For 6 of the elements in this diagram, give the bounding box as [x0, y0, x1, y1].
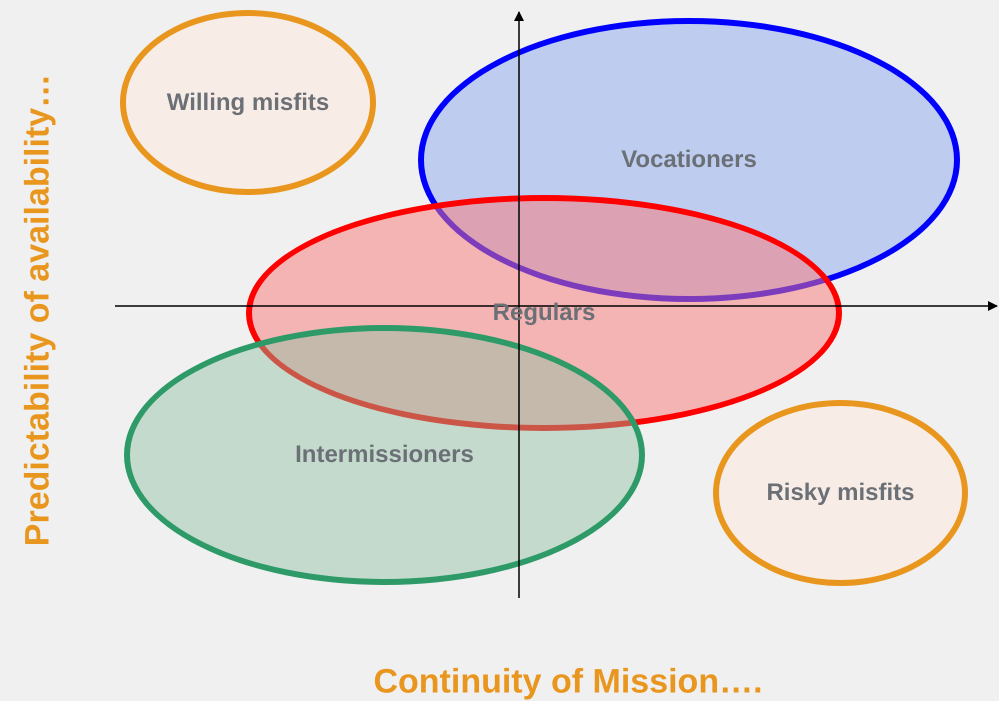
axis-title: Continuity of Mission….	[373, 662, 763, 701]
ellipse-label: Willing misfits	[166, 88, 330, 116]
ellipse-label: Risky misfits	[766, 479, 915, 507]
ellipse-label: Intermissioners	[295, 441, 474, 469]
ellipse-label: Vocationers	[621, 146, 757, 174]
axis-title: Predictability of availability…	[18, 74, 58, 546]
